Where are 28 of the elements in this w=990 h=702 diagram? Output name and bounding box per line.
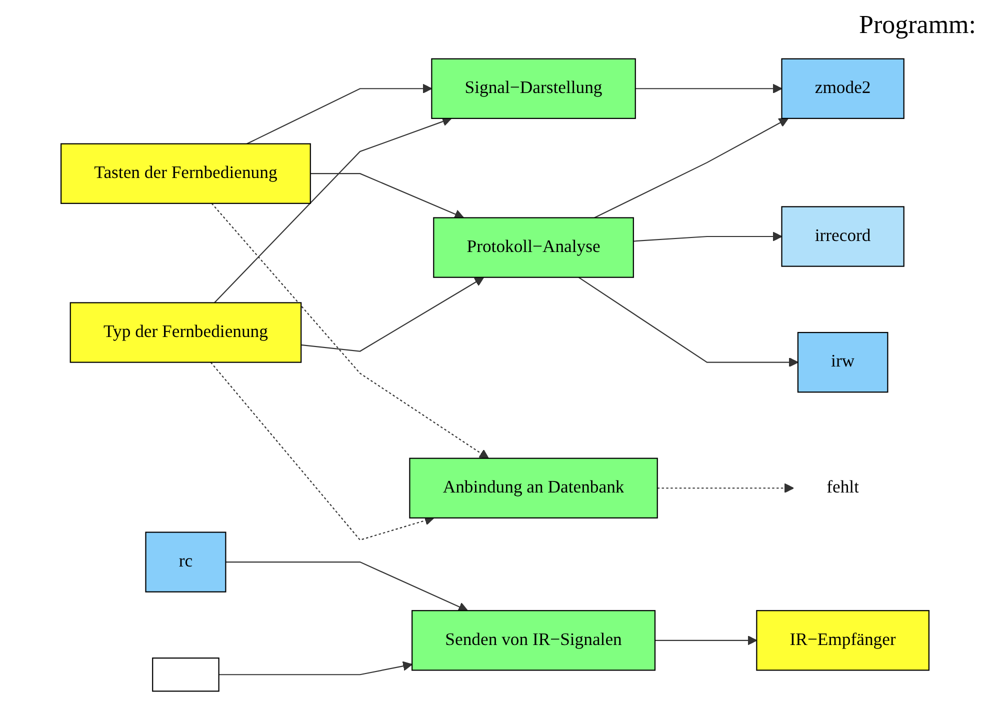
arrow [301,276,484,352]
node-box: Anbindung an Datenbank [409,458,658,518]
arrow [657,483,794,493]
arrow [211,203,489,459]
node-box: rc [145,532,226,592]
arrow [655,636,758,646]
node-box: irw [797,332,888,393]
node-box: irrecord [781,206,904,267]
node-box: IR−Empfänger [756,610,930,671]
arrow [635,84,782,94]
arrow [226,562,468,612]
arrow [210,362,434,541]
node-box: Protokoll−Analyse [433,217,634,278]
arrow [578,276,798,368]
arrow [218,661,412,676]
heading-label: Programm: [859,10,976,40]
node-box: Typ der Fernbedienung [70,302,302,363]
node-box [152,658,220,692]
arrow [246,84,432,144]
node-box: Tasten der Fernbedienung [60,143,311,204]
arrow [633,232,782,242]
arrow [310,173,464,219]
arrow [214,116,452,304]
arrow [594,118,789,218]
node-box: Signal−Darstellung [431,58,636,119]
node-box: zmode2 [781,58,904,119]
node-box: Senden von IR−Signalen [412,610,656,671]
node-text: fehlt [826,478,859,497]
